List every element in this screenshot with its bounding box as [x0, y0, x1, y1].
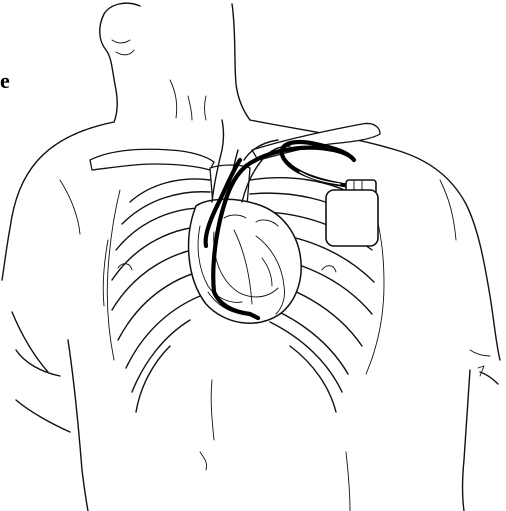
arm-outlines — [16, 350, 498, 384]
pacemaker-device — [326, 180, 378, 246]
right-clavicle — [90, 149, 214, 170]
heart — [189, 199, 302, 323]
neck-outline — [100, 3, 250, 122]
pulse-generator-body — [326, 190, 378, 246]
heart-outline — [189, 199, 302, 323]
abdomen-lines — [200, 380, 350, 511]
